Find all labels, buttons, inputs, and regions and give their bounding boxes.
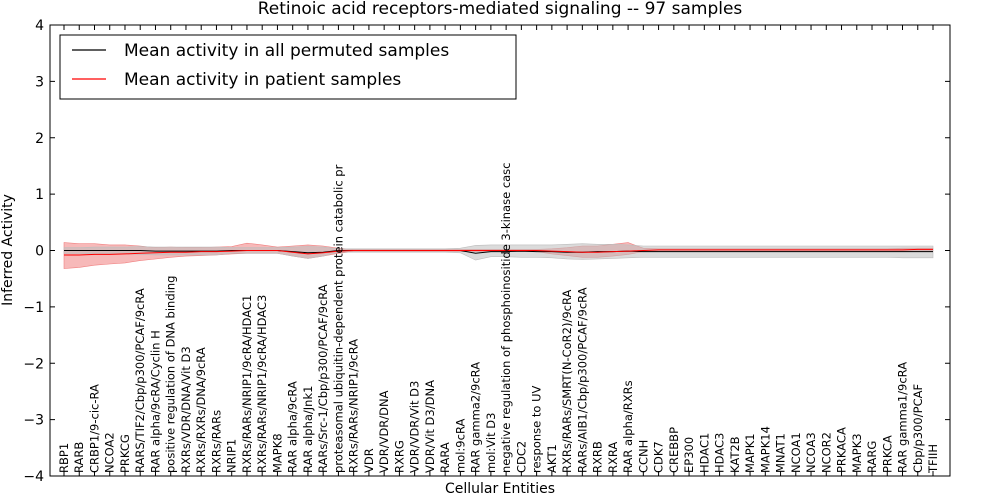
legend-label: Mean activity in patient samples — [124, 70, 401, 90]
x-tick-label: negative regulation of phosphoinositide … — [499, 163, 513, 474]
x-tick-label: MNAT1 — [774, 433, 788, 473]
x-tick-label: RAR alpha/9cRA/Cyclin H — [149, 330, 163, 473]
x-tick-label: RARs/Src-1/Cbp/p300/PCAF/9cRA — [316, 284, 330, 473]
x-tick-label: NCOR2 — [819, 432, 833, 473]
x-tick-label: CDK7 — [652, 441, 666, 473]
x-tick-label: mol:Vit D3 — [484, 413, 498, 473]
legend-label: Mean activity in all permuted samples — [124, 41, 449, 61]
x-tick-label: CREBBP — [667, 427, 681, 473]
x-tick-label: PRKACA — [835, 427, 849, 473]
x-tick-label: RARG — [865, 441, 879, 473]
series-lines — [64, 248, 933, 256]
x-tick-label: NCOA2 — [103, 432, 117, 473]
x-tick-label: NCOA1 — [789, 432, 803, 473]
x-tick-label: NRIP1 — [225, 439, 239, 473]
x-tick-label: PRKCG — [118, 434, 132, 473]
y-tick-label: 0 — [35, 244, 44, 260]
x-tick-label: VDR — [362, 448, 376, 473]
x-tick-label: RXRs/RARs/NRIP1/9cRA — [347, 339, 361, 473]
x-tick-label: HDAC1 — [697, 433, 711, 473]
legend-box — [59, 34, 517, 100]
x-tick-label: RAR alpha/Jnk1 — [301, 386, 315, 473]
x-tick-label: RAR gamma2/9cRA — [469, 362, 483, 473]
x-tick-label: CRBP1/9-cic-RA — [88, 384, 102, 473]
x-tick-label: RAR alpha/RXRs — [621, 380, 635, 473]
x-tick-label: mol:9cRA — [453, 419, 467, 473]
x-tick-label: RARS/TIF2/Cbp/p300/PCAF/9cRA — [133, 288, 147, 473]
y-tick-label: −1 — [23, 300, 44, 316]
x-tick-label: proteasomal ubiquitin-dependent protein … — [331, 164, 345, 473]
y-tick-label: 4 — [35, 18, 44, 34]
y-tick-label: 1 — [35, 187, 44, 203]
x-tick-label: RXRs/VDR/DNA/Vit D3 — [179, 346, 193, 473]
x-tick-label: positive regulation of DNA binding — [164, 276, 178, 473]
x-tick-label: TFIIH — [926, 444, 940, 474]
series-line-mean-activity-in-patient-samples — [64, 248, 933, 256]
x-tick-label: response to UV — [530, 385, 544, 473]
x-tick-label: CDC2 — [514, 441, 528, 473]
y-tick-label: −3 — [23, 413, 44, 429]
y-tick-label: 3 — [35, 74, 44, 90]
x-tick-label: RXRs/RARs — [210, 410, 224, 473]
x-tick-label: VDR/VDR/DNA — [377, 390, 391, 473]
x-tick-label: RXRs/RXRs/DNA/9cRA — [194, 347, 208, 473]
x-tick-label: RXRs/RARs/SMRT(N-CoR2)/9cRA — [560, 289, 574, 473]
x-tick-label: RBP1 — [57, 443, 71, 473]
x-tick-label: EP300 — [682, 437, 696, 473]
legend: Mean activity in all permuted samplesMea… — [59, 34, 517, 100]
x-tick-label: MAPK14 — [758, 426, 772, 473]
x-tick-label: MAPK3 — [850, 433, 864, 473]
x-axis-label: Cellular Entities — [445, 481, 555, 497]
x-tick-label: MAPK1 — [743, 433, 757, 473]
x-tick-label: NCOA3 — [804, 432, 818, 473]
y-tick-label: −4 — [23, 469, 44, 485]
x-tick-label: RAR gamma1/9cRA — [896, 362, 910, 473]
x-tick-label: RXRG — [392, 440, 406, 473]
x-tick-label: RAR alpha/9cRA — [286, 381, 300, 473]
x-tick-label: HDAC3 — [713, 433, 727, 473]
x-tick-label: Cbp/p300/PCAF — [911, 384, 925, 473]
x-tick-label: VDR/VDR/Vit D3 — [408, 381, 422, 473]
x-tick-label: RXRA — [606, 442, 620, 473]
y-axis-label: Inferred Activity — [0, 194, 16, 306]
y-axis: 4 3 2 1 0 −1 −2 −3 −4 — [23, 18, 950, 485]
x-tick-label: RXRB — [591, 441, 605, 473]
x-tick-label: PRKCA — [880, 435, 894, 473]
chart-title: Retinoic acid receptors-mediated signali… — [258, 0, 743, 19]
x-tick-label: VDR/Vit D3/DNA — [423, 380, 437, 473]
x-tick-label: AKT1 — [545, 444, 559, 473]
x-tick-label: CCNH — [636, 440, 650, 473]
x-tick-label: RXRs/RARs/NRIP1/9cRA/HDAC3 — [255, 295, 269, 473]
y-tick-label: −2 — [23, 356, 44, 372]
y-tick-label: 2 — [35, 131, 44, 147]
x-tick-label: MAPK8 — [270, 433, 284, 473]
x-tick-label: RARA — [438, 442, 452, 473]
x-tick-label: RARs/AIB1/Cbp/p300/PCAF/9cRA — [575, 287, 589, 473]
x-tick-label: RXRs/RARs/NRIP1/9cRA/HDAC1 — [240, 295, 254, 473]
x-tick-label: RARB — [72, 442, 86, 473]
x-tick-label: KAT2B — [728, 436, 742, 473]
